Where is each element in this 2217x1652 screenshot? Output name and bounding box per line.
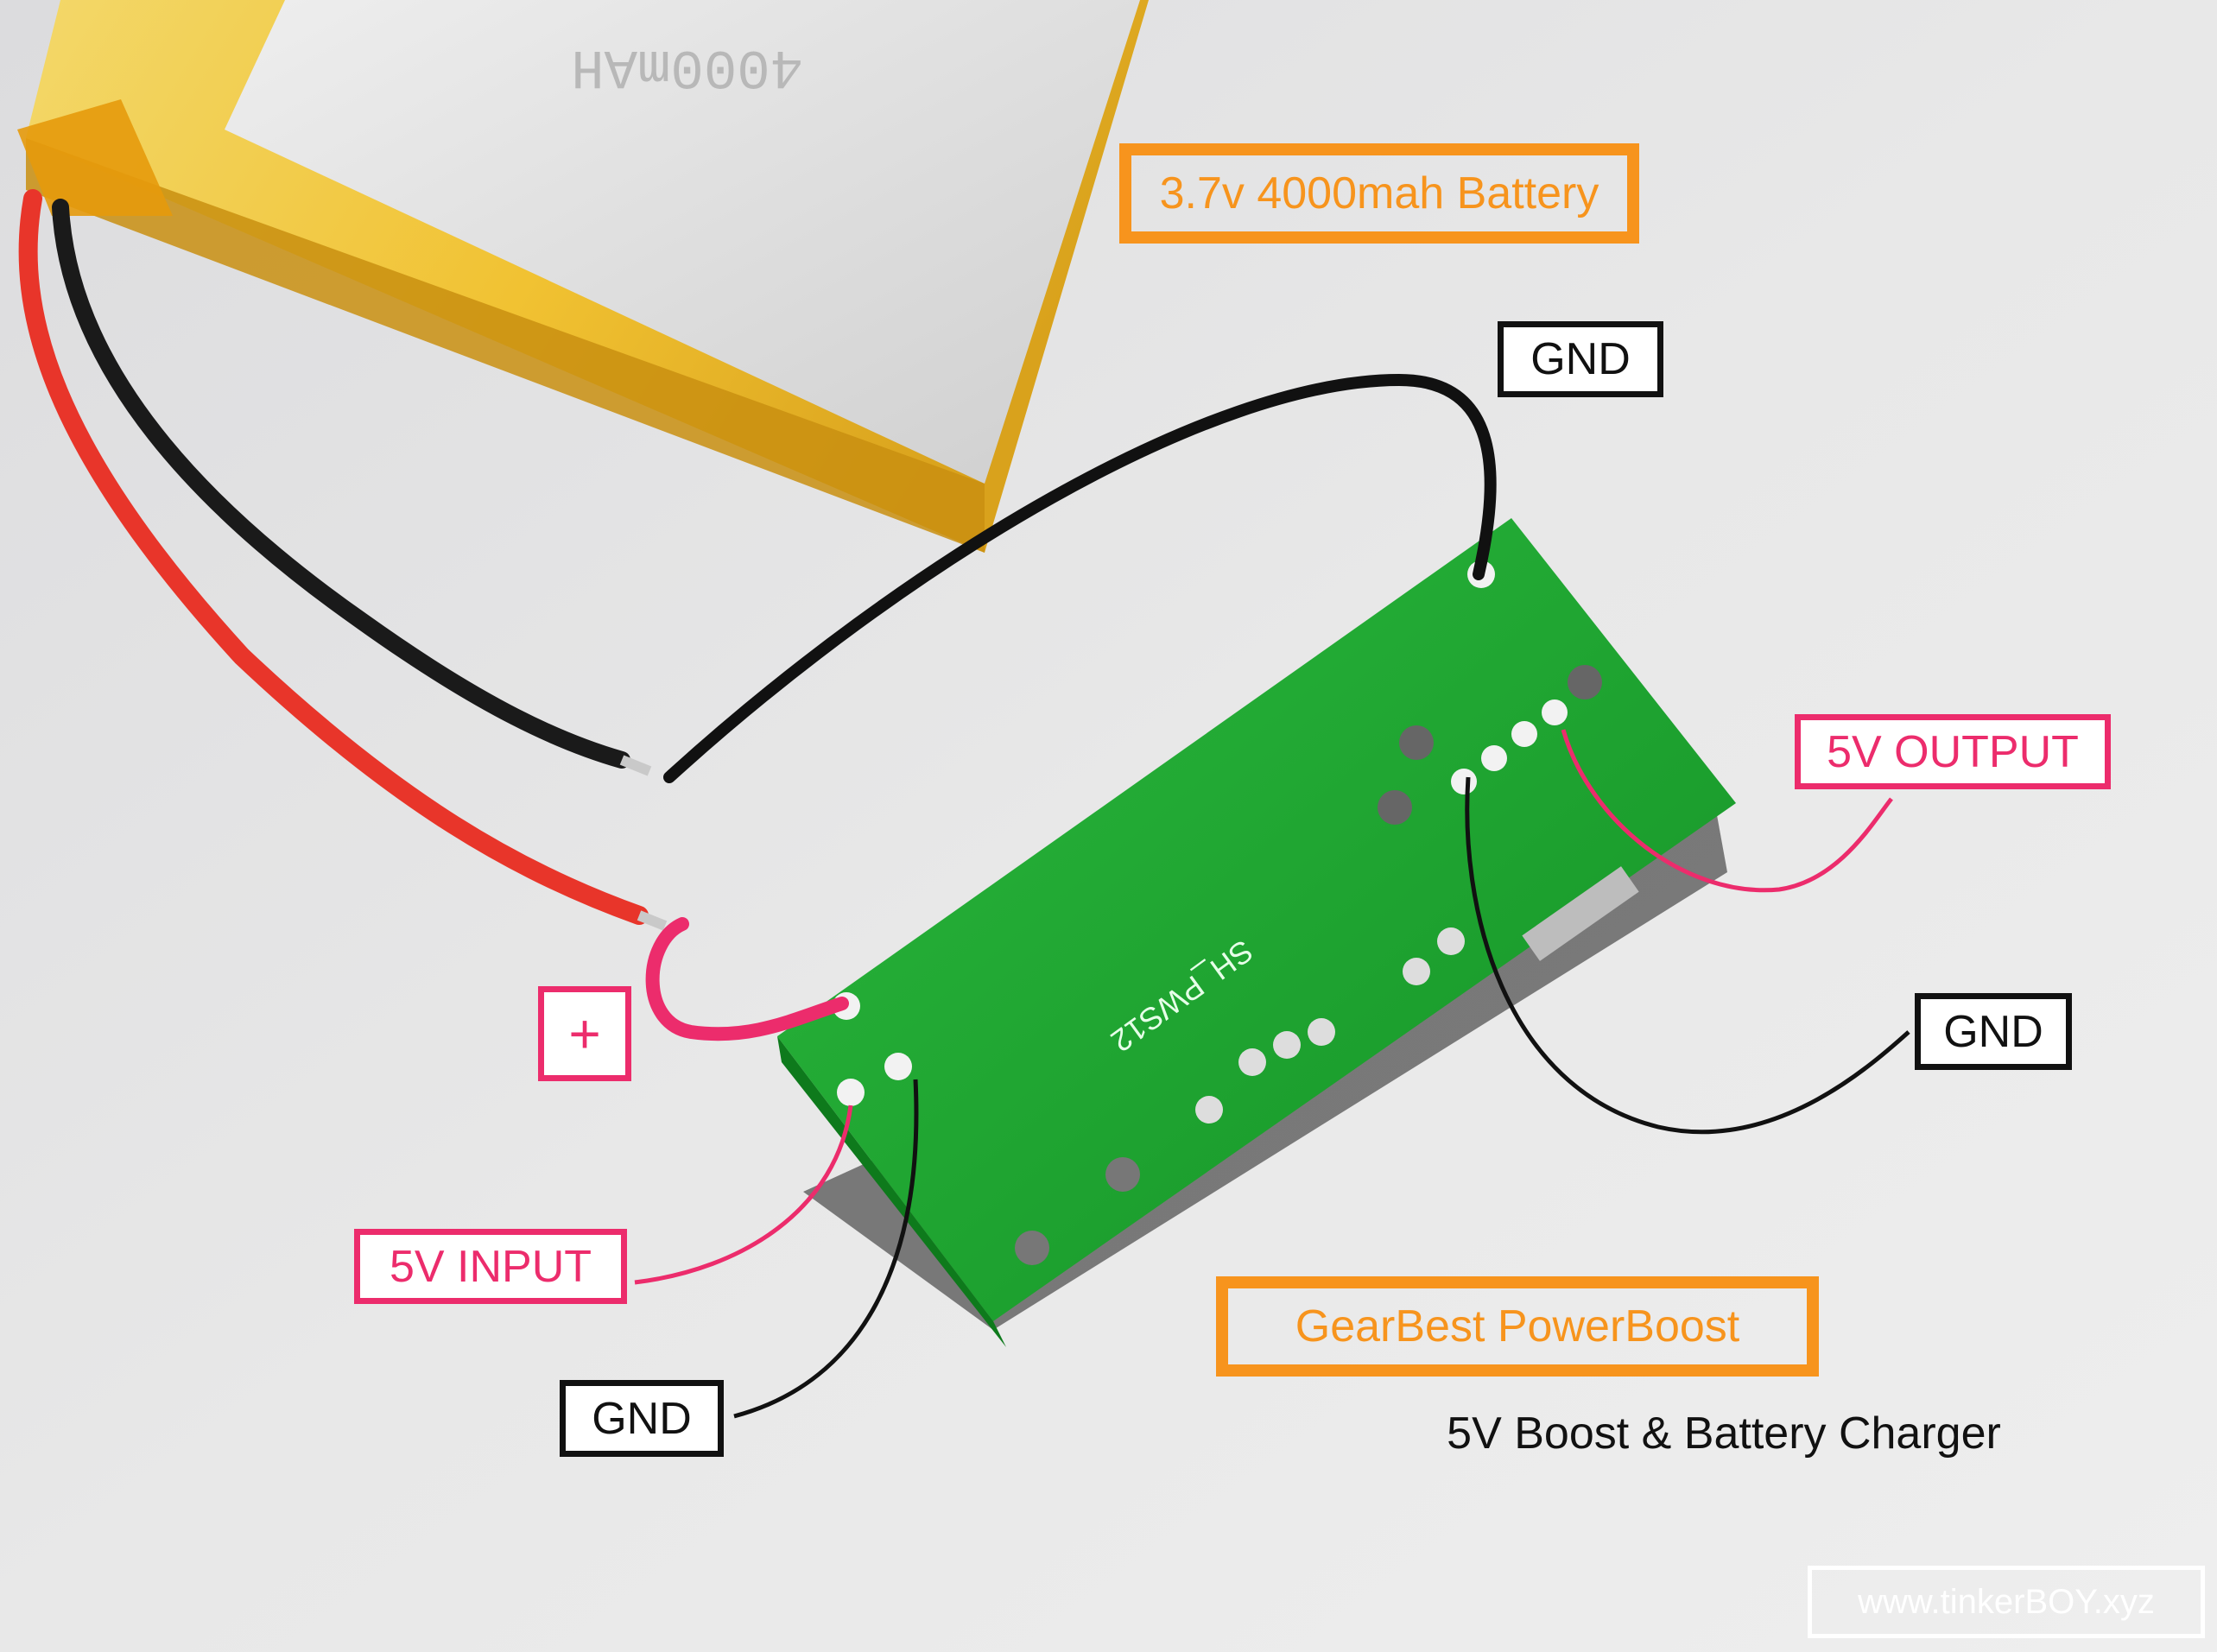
pad-gnd-in xyxy=(884,1053,912,1080)
black-wire-tip xyxy=(619,755,652,776)
solder-joint xyxy=(1399,725,1434,760)
5v-input-label: 5V INPUT xyxy=(354,1229,627,1304)
product-name-label: GearBest PowerBoost xyxy=(1216,1276,1819,1377)
pcb-body xyxy=(777,518,1736,1321)
pad-v2 xyxy=(1481,745,1507,771)
product-description: 5V Boost & Battery Charger xyxy=(1447,1408,2001,1459)
callout-5v-input xyxy=(634,1104,853,1285)
battery-edge xyxy=(26,138,985,553)
pad-v-minus xyxy=(1451,769,1477,794)
red-wire-tip xyxy=(637,910,668,931)
via-hole xyxy=(1437,927,1465,955)
gnd-bottom-label: GND xyxy=(560,1380,724,1457)
via-hole xyxy=(1403,958,1430,985)
battery-foil-face xyxy=(225,0,1140,484)
via-hole xyxy=(1195,1096,1223,1123)
callout-gnd-right xyxy=(1465,776,1910,1135)
solder-joint xyxy=(1015,1231,1049,1265)
solder-joint xyxy=(1568,665,1602,699)
gnd-battery-jumper xyxy=(663,373,1497,783)
battery-tape xyxy=(17,99,173,216)
via-hole xyxy=(1273,1031,1301,1059)
pcb-board: SH_PWS12 xyxy=(777,518,1736,1347)
pad-in-plus xyxy=(837,1079,865,1106)
plus-label: + xyxy=(538,986,631,1081)
gnd-right-label: GND xyxy=(1915,993,2072,1070)
callout-5v-output xyxy=(1561,729,1893,893)
solder-joint xyxy=(1105,1157,1140,1192)
via-hole xyxy=(1308,1018,1335,1046)
solder-joint xyxy=(1378,790,1412,825)
via-hole xyxy=(1238,1048,1266,1076)
lipo-battery: 4000mAH xyxy=(17,0,1149,553)
b-plus-jumper xyxy=(645,917,849,1041)
pcb-edge xyxy=(777,1036,1006,1347)
pad-v1 xyxy=(1511,721,1537,747)
battery-black-wire xyxy=(52,199,630,769)
5v-output-label: 5V OUTPUT xyxy=(1795,714,2111,789)
pad-v-plus xyxy=(1542,699,1568,725)
battery-label: 3.7v 4000mah Battery xyxy=(1119,143,1639,244)
usb-port xyxy=(1522,866,1639,961)
battery-printed-text: 4000mAH xyxy=(571,35,803,97)
watermark: www.tinkerBOY.xyz xyxy=(1808,1566,2205,1638)
callout-gnd-bottom xyxy=(733,1079,919,1419)
gnd-top-label: GND xyxy=(1498,321,1663,397)
battery-red-wire xyxy=(18,189,649,925)
